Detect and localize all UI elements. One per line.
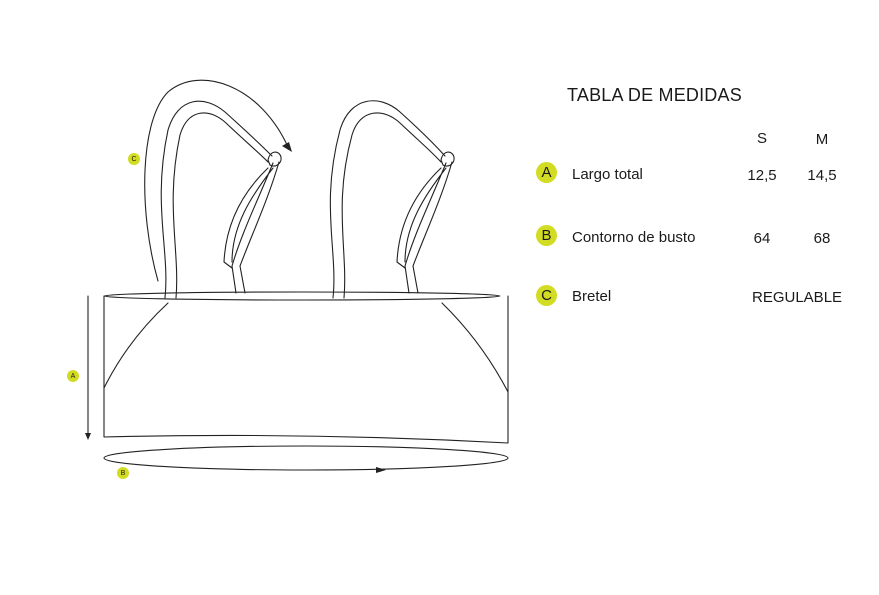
row-a-label: Largo total <box>572 166 643 183</box>
column-header-s: S <box>756 130 767 147</box>
row-c-badge: C <box>536 285 557 306</box>
row-a-size-s: 12,5 <box>747 167 777 184</box>
marker-a: A <box>67 370 79 382</box>
left-strap <box>160 100 273 299</box>
bust-arrowhead <box>376 467 386 473</box>
marker-c: C <box>128 153 140 165</box>
row-b-size-s: 64 <box>753 230 771 247</box>
row-a-size-m: 14,5 <box>807 167 837 184</box>
left-strap-ring <box>267 151 282 167</box>
marker-a-text: A <box>70 372 76 380</box>
body-outline <box>103 295 509 444</box>
table-title: TABLA DE MEDIDAS <box>567 85 742 105</box>
row-c-regulable: REGULABLE <box>752 289 843 306</box>
row-a-badge: A <box>536 162 557 183</box>
left-cup-seam <box>103 302 169 389</box>
marker-b: B <box>117 467 129 479</box>
right-strap-tail <box>396 161 453 294</box>
right-strap <box>329 100 446 299</box>
row-a-key: A <box>541 164 552 181</box>
row-b-label: Contorno de busto <box>572 229 696 246</box>
marker-b-text: B <box>120 469 126 477</box>
column-header-m: M <box>815 131 829 148</box>
arc-arrowhead <box>282 142 292 152</box>
right-strap-ring <box>440 151 455 167</box>
left-strap-tail <box>223 161 280 294</box>
row-b-key: B <box>541 227 552 244</box>
marker-c-text: C <box>131 155 137 163</box>
right-cup-seam <box>441 302 509 393</box>
strap-measure-arc <box>144 79 289 282</box>
bust-measure-ellipse <box>103 445 509 471</box>
height-arrowhead <box>85 433 91 440</box>
row-b-size-m: 68 <box>813 230 831 247</box>
row-b-badge: B <box>536 225 557 246</box>
top-edge <box>103 291 501 301</box>
row-c-key: C <box>541 287 552 304</box>
row-c-label: Bretel <box>572 288 612 305</box>
